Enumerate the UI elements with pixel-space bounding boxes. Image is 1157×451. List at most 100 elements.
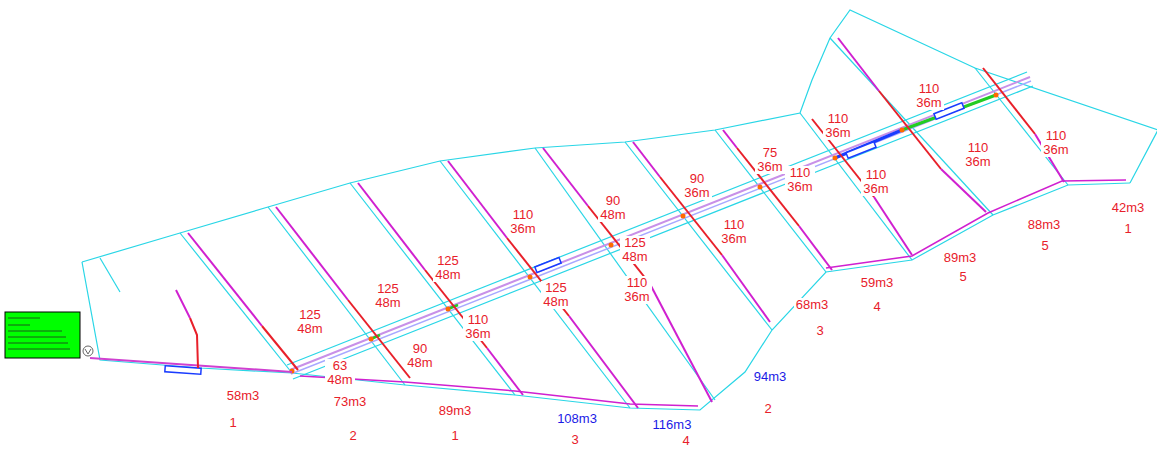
hydrant-symbol	[83, 346, 93, 356]
pipe-spec: 110 36m	[914, 82, 943, 109]
zone-number: 3	[814, 324, 825, 338]
junction	[681, 214, 686, 219]
lateral-pipe	[276, 207, 348, 300]
road-edge	[287, 72, 1027, 365]
junction	[369, 337, 374, 342]
lateral-pipe	[722, 255, 770, 322]
lateral-pipe	[633, 142, 660, 177]
junction	[900, 128, 905, 133]
laterals	[188, 38, 1126, 408]
plot-divider	[440, 161, 630, 408]
junction	[833, 156, 838, 161]
valve-box	[535, 257, 561, 272]
volume-label: 59m3	[859, 276, 896, 290]
legend-rule	[8, 349, 70, 350]
pipe-spec: 90 48m	[405, 342, 434, 369]
main-pipe-line	[291, 81, 1031, 374]
pipe-spec: 63 48m	[325, 359, 354, 386]
lateral-pipe	[799, 226, 832, 270]
valve-box	[846, 142, 876, 159]
hydrant-symbol	[85, 349, 91, 354]
volume-label: 89m3	[942, 251, 979, 265]
pipe-spec: 75 36m	[755, 146, 784, 173]
pipe-spec: 110 36m	[861, 168, 890, 195]
lateral-pipe	[650, 284, 712, 402]
zone-number: 4	[871, 300, 882, 314]
junction	[758, 185, 763, 190]
zone-number: 1	[1122, 222, 1133, 236]
pipe-spec: 110 36m	[622, 276, 651, 303]
pipe-spec: 125 48m	[373, 282, 402, 309]
pipe-spec: 110 36m	[1041, 129, 1070, 156]
legend-rule	[8, 337, 66, 338]
pipe-spec: 125 48m	[541, 281, 570, 308]
plot-divider	[180, 233, 292, 373]
legend-rule	[8, 343, 68, 344]
legend-rule	[8, 318, 40, 319]
pipe-spec: 110 36m	[823, 112, 852, 139]
volume-label: 116m3	[651, 418, 694, 432]
pipe-spec: 110 36m	[785, 166, 814, 193]
legend-panel-lines	[8, 318, 70, 349]
zone-number: 5	[957, 270, 968, 284]
zone-number: 5	[1039, 239, 1050, 253]
plot-top-edge	[82, 10, 1157, 262]
lateral-pipe	[348, 300, 410, 378]
junction	[609, 243, 614, 248]
volume-label: 89m3	[437, 404, 474, 418]
zone-number: 4	[680, 434, 691, 448]
volume-label: 68m3	[794, 298, 831, 312]
lateral-pipe	[569, 316, 638, 408]
volume-label: 73m3	[332, 395, 369, 409]
pipe-spec: 125 48m	[620, 236, 649, 263]
pipe-spec: 110 36m	[463, 313, 492, 340]
zone-number: 1	[449, 429, 460, 443]
lateral-pipe	[723, 130, 737, 148]
valve-box	[165, 366, 201, 374]
zone-number: 3	[569, 433, 580, 447]
plot-divider	[715, 130, 826, 272]
legend-panel-box	[5, 312, 80, 358]
main-pipe	[290, 77, 1032, 374]
lateral-pipe	[358, 183, 425, 270]
lateral-pipe	[176, 290, 190, 318]
plot-divider	[100, 258, 120, 292]
zone-number: 2	[347, 429, 358, 443]
pipe-spec: 125 48m	[433, 254, 462, 281]
junction	[446, 307, 451, 312]
plot-divider	[535, 148, 715, 400]
legend-rule	[8, 325, 30, 326]
pipe-spec: 110 36m	[719, 218, 748, 245]
pipe-spec: 125 48m	[295, 308, 324, 335]
supply-pipe	[83, 290, 292, 374]
junction	[528, 275, 533, 280]
lateral-pipe	[543, 148, 588, 206]
volume-label: 58m3	[225, 389, 262, 403]
lateral-pipe	[190, 318, 198, 368]
pipe-spec: 90 36m	[682, 172, 711, 199]
volume-label: 42m3	[1110, 201, 1147, 215]
volume-label: 108m3	[555, 412, 599, 426]
junctions	[290, 93, 999, 374]
zone-number: 1	[227, 416, 238, 430]
main-pipe-line	[290, 77, 1030, 370]
lateral-pipe	[941, 169, 986, 212]
lateral-pipe	[874, 197, 912, 255]
volume-label: 94m3	[752, 370, 789, 384]
legend-rule	[8, 331, 62, 332]
lateral-pipe	[262, 326, 298, 370]
lateral-pipe	[838, 38, 879, 91]
volume-label: 88m3	[1026, 218, 1063, 232]
lateral-pipe	[448, 161, 507, 238]
pipe-spec: 110 36m	[963, 141, 992, 168]
legend-panel	[5, 312, 80, 358]
lateral-pipe	[188, 233, 262, 326]
road-edge	[293, 86, 1033, 379]
plot-boundaries	[82, 10, 1157, 410]
lateral-pipe	[983, 68, 1035, 134]
lateral-pipe	[487, 348, 523, 395]
zone-number: 2	[762, 402, 773, 416]
pipe-spec: 90 48m	[598, 194, 627, 221]
